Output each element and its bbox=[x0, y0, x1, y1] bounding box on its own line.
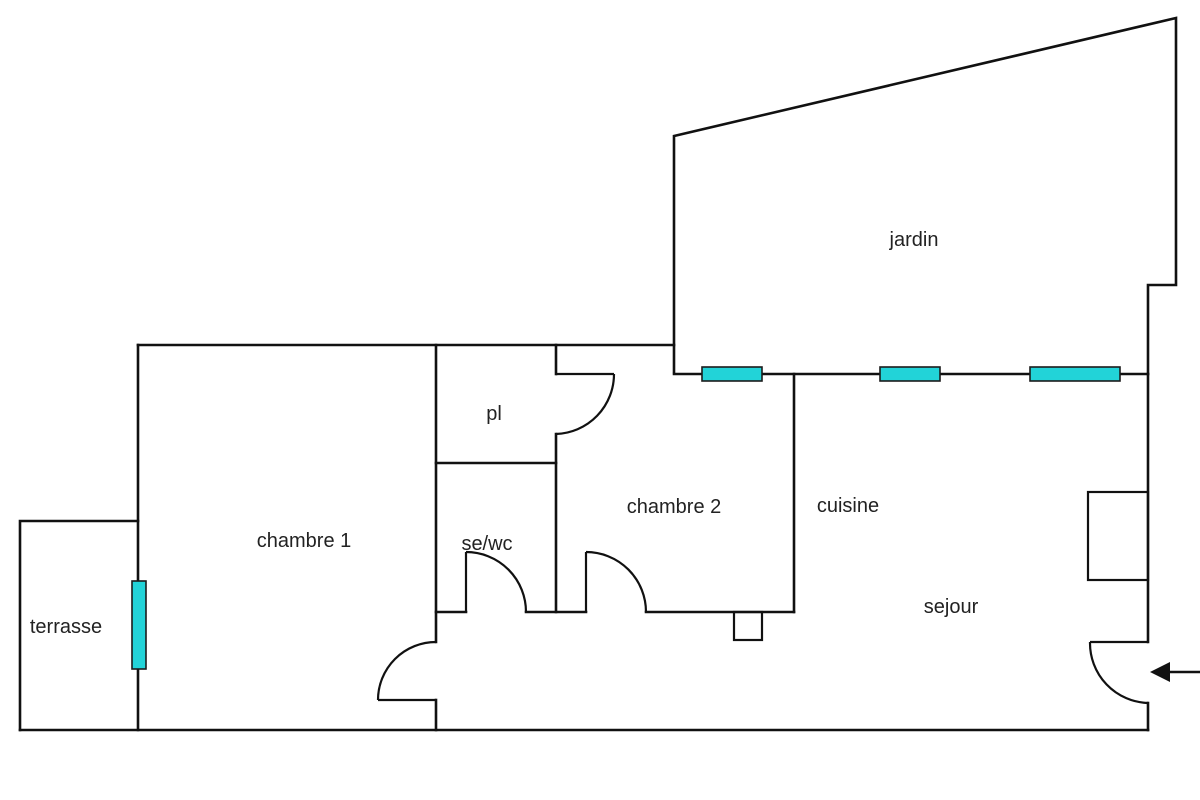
room-label-chambre2: chambre 2 bbox=[627, 496, 722, 518]
window-sejour-center bbox=[879, 366, 941, 382]
room-label-jardin: jardin bbox=[889, 229, 939, 251]
terrasse-outline bbox=[18, 519, 140, 732]
room-label-terrasse: terrasse bbox=[30, 616, 102, 638]
arrow-left-icon bbox=[1150, 662, 1200, 682]
window-kitchen bbox=[701, 366, 763, 382]
room-label-sejour: sejour bbox=[924, 596, 979, 618]
chambre2-fixture bbox=[732, 610, 764, 642]
room-label-pl: pl bbox=[486, 403, 502, 425]
sewc-door-arc bbox=[465, 550, 528, 613]
entrance-door-arc bbox=[1088, 641, 1149, 705]
window-terrasse bbox=[131, 580, 147, 670]
window-sejour-right bbox=[1029, 366, 1121, 382]
sejour-cupboard bbox=[1086, 490, 1150, 582]
chambre1-door-arc bbox=[376, 640, 437, 701]
room-label-chambre1: chambre 1 bbox=[257, 530, 352, 552]
pl-door-arc bbox=[555, 373, 616, 436]
chambre2-door-arc bbox=[585, 550, 648, 613]
room-label-cuisine: cuisine bbox=[817, 495, 879, 517]
room-label-sewc: se/wc bbox=[461, 533, 512, 555]
garden-outline bbox=[672, 16, 1178, 376]
